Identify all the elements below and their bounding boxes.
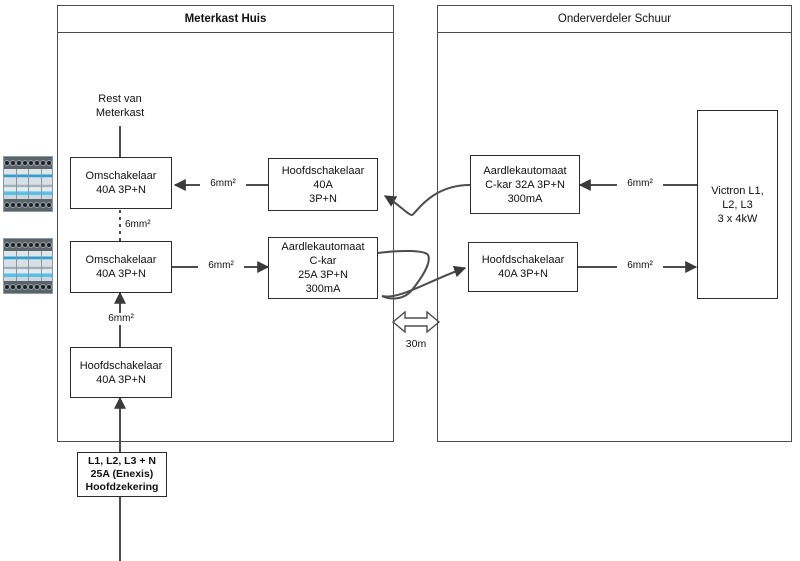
omschakelaar-photo-top [3, 156, 53, 212]
breaker-pole-divider [41, 251, 42, 281]
panel-onderverdeler-title: Onderverdeler Schuur [438, 6, 791, 33]
wire-label-victron-to-aardlekautomaat: 6mm² [617, 178, 663, 190]
wire-label-omschakelaar-link: 6mm² [124, 219, 168, 231]
terminal-dot [47, 285, 51, 289]
box-hoofdschakelaar-mid[interactable]: Hoofdschakelaar 40A 3P+N [268, 158, 378, 211]
breaker-pole-divider [16, 251, 17, 281]
terminal-dot [17, 243, 21, 247]
breaker-top-terminals [4, 157, 52, 169]
distance-label: 30m [405, 338, 427, 350]
terminal-dot [41, 203, 45, 207]
terminal-dot [23, 203, 27, 207]
panel-meterkast: Meterkast Huis [57, 5, 394, 442]
wire-label-mid-to-omschakelaar-top: 6mm² [200, 178, 246, 190]
panel-onderverdeler: Onderverdeler Schuur [437, 5, 792, 442]
terminal-dot [23, 243, 27, 247]
breaker-pole-divider [28, 251, 29, 281]
wire-label-hoofdschakelaar-to-omschakelaar: 6mm² [98, 313, 144, 325]
terminal-dot [11, 243, 15, 247]
box-main-fuse[interactable]: L1, L2, L3 + N 25A (Enexis) Hoofdzekerin… [77, 452, 167, 497]
box-victron-inverters[interactable]: Victron L1, L2, L3 3 x 4kW [697, 110, 778, 299]
breaker-top-terminals [4, 239, 52, 251]
breaker-bottom-terminals [4, 281, 52, 293]
terminal-dot [23, 285, 27, 289]
terminal-dot [17, 285, 21, 289]
terminal-dot [29, 203, 33, 207]
terminal-dot [11, 285, 15, 289]
box-aardlekautomaat-right[interactable]: Aardlekautomaat C-kar 32A 3P+N 300mA [470, 155, 580, 214]
box-hoofdschakelaar-left[interactable]: Hoofdschakelaar 40A 3P+N [70, 347, 172, 398]
panel-meterkast-title: Meterkast Huis [58, 6, 393, 33]
omschakelaar-photo-bottom [3, 238, 53, 294]
terminal-dot [47, 203, 51, 207]
rest-van-meterkast-label: Rest van Meterkast [95, 93, 145, 119]
breaker-pole-divider [41, 169, 42, 199]
box-hoofdschakelaar-right[interactable]: Hoofdschakelaar 40A 3P+N [468, 242, 578, 292]
terminal-dot [17, 161, 21, 165]
terminal-dot [5, 203, 9, 207]
distance-double-arrow [391, 310, 441, 334]
terminal-dot [29, 285, 33, 289]
terminal-dot [5, 161, 9, 165]
box-aardlekautomaat-left[interactable]: Aardlekautomaat C-kar 25A 3P+N 300mA [268, 237, 378, 299]
breaker-pole-divider [28, 169, 29, 199]
terminal-dot [29, 243, 33, 247]
wire-label-omschakelaar-to-aardlekautomaat: 6mm² [198, 260, 244, 272]
terminal-dot [41, 243, 45, 247]
breaker-pole-divider [16, 169, 17, 199]
breaker-bottom-terminals [4, 199, 52, 211]
terminal-dot [35, 203, 39, 207]
terminal-dot [23, 161, 27, 165]
terminal-dot [41, 285, 45, 289]
terminal-dot [17, 203, 21, 207]
terminal-dot [5, 243, 9, 247]
box-omschakelaar-bottom[interactable]: Omschakelaar 40A 3P+N [70, 241, 172, 293]
terminal-dot [47, 243, 51, 247]
terminal-dot [47, 161, 51, 165]
wire-label-right-hoofdschakelaar-to-victron: 6mm² [617, 260, 663, 272]
terminal-dot [11, 161, 15, 165]
terminal-dot [5, 285, 9, 289]
terminal-dot [35, 161, 39, 165]
terminal-dot [29, 161, 33, 165]
box-omschakelaar-top[interactable]: Omschakelaar 40A 3P+N [70, 157, 172, 209]
terminal-dot [35, 285, 39, 289]
terminal-dot [11, 203, 15, 207]
terminal-dot [41, 161, 45, 165]
terminal-dot [35, 243, 39, 247]
